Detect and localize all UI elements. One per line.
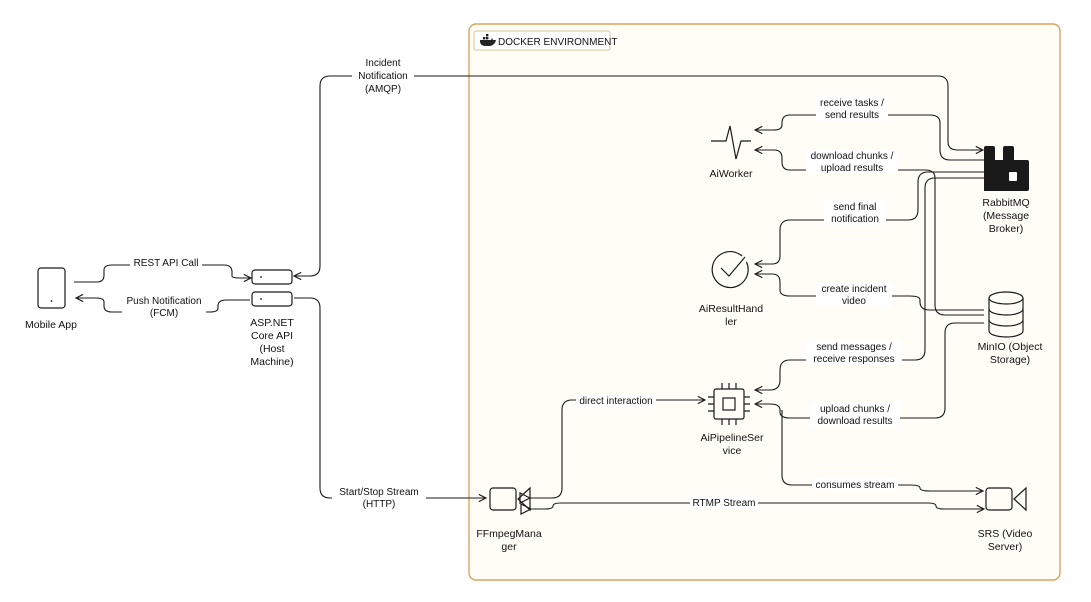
node-aiworker[interactable]: AiWorker [710,125,753,180]
pulse-icon [711,125,751,160]
edge-label-rtmp: RTMP Stream [690,496,758,509]
svg-text:Start/Stop Stream(HTTP): Start/Stop Stream(HTTP) [339,487,418,510]
edge-label-incident-line-3: (AMQP) [365,84,401,95]
edge-label-uploadchunks: upload chunks /download results [810,402,900,427]
edge-label-sendfinal-line-2: notification [831,214,879,225]
docker-env-title: DOCKER ENVIRONMENT [498,37,617,48]
mobile-phone-icon [37,267,66,309]
server-icon [251,269,293,307]
edge-label-startstop: Start/Stop Stream(HTTP) [332,485,426,510]
video-camera-icon [985,486,1027,512]
edge-incident-line [411,75,983,150]
edge-label-rest: REST API Call [130,256,202,269]
docker-whale-icon [480,34,496,46]
edge-label-rtmp-text: RTMP Stream [693,498,756,509]
edge-start-stop-stream [294,297,486,498]
edge-label-download-line-1: download chunks / [811,151,894,162]
edge-consumes-stream [781,410,983,491]
edge-label-direct: direct interaction [576,394,656,407]
edge-label-push-line-2: (FCM) [150,308,178,319]
edge-label-startstop-line-1: Start/Stop Stream [339,487,418,498]
edge-label-incident-line-2: Notification [358,71,407,82]
edge-label-push-line-1: Push Notification [126,296,201,307]
edge-label-consumes: consumes stream [812,478,898,491]
edge-label-rest-text: REST API Call [134,258,199,269]
edge-label-uploadchunks-line-2: download results [817,416,892,427]
edge-label-push: Push Notification(FCM) [122,294,206,319]
edge-label-receive: receive tasks /send results [816,96,888,121]
edge-label-incident-line-1: Incident [365,58,400,69]
cpu-icon [708,383,750,425]
edge-label-receive-line-2: send results [825,110,879,121]
edge-label-sendfinal-line-1: send final [834,202,877,213]
edge-label-download: download chunks /upload results [806,149,898,174]
edge-label-createvid-line-2: video [842,296,866,307]
video-camera-icon [489,486,531,512]
database-icon [988,291,1024,338]
rabbitmq-icon [984,146,1029,191]
check-circle-icon [711,251,749,289]
svg-text:send messages /receive respons: send messages /receive responses [813,342,894,365]
svg-text:upload chunks /download result: upload chunks /download results [817,404,892,427]
edge-label-download-line-2: upload results [821,163,883,174]
edge-label-consumes-text: consumes stream [816,480,895,491]
edge-label-sendmsg-line-2: receive responses [813,354,894,365]
edge-label-createvid-line-1: create incident [821,284,886,295]
edge-label-uploadchunks-line-1: upload chunks / [820,404,890,415]
edge-label-receive-line-1: receive tasks / [820,98,884,109]
node-mobile-app[interactable]: Mobile App [25,267,77,331]
svg-text:download chunks /upload result: download chunks /upload results [811,151,894,174]
node-mobile-app-label: Mobile App [25,319,77,331]
svg-text:Push Notification(FCM): Push Notification(FCM) [126,296,201,319]
edge-label-startstop-line-2: (HTTP) [363,499,396,510]
svg-text:receive tasks /send results: receive tasks /send results [820,98,884,121]
edge-label-direct-text: direct interaction [579,396,652,407]
edge-direct-interaction [530,400,705,498]
edge-label-sendmsg-line-1: send messages / [816,342,892,353]
edge-incident-to-api [294,75,411,276]
edge-label-sendmsg: send messages /receive responses [806,340,902,365]
docker-env-title-box [473,30,611,51]
node-aiworker-label: AiWorker [710,168,753,180]
